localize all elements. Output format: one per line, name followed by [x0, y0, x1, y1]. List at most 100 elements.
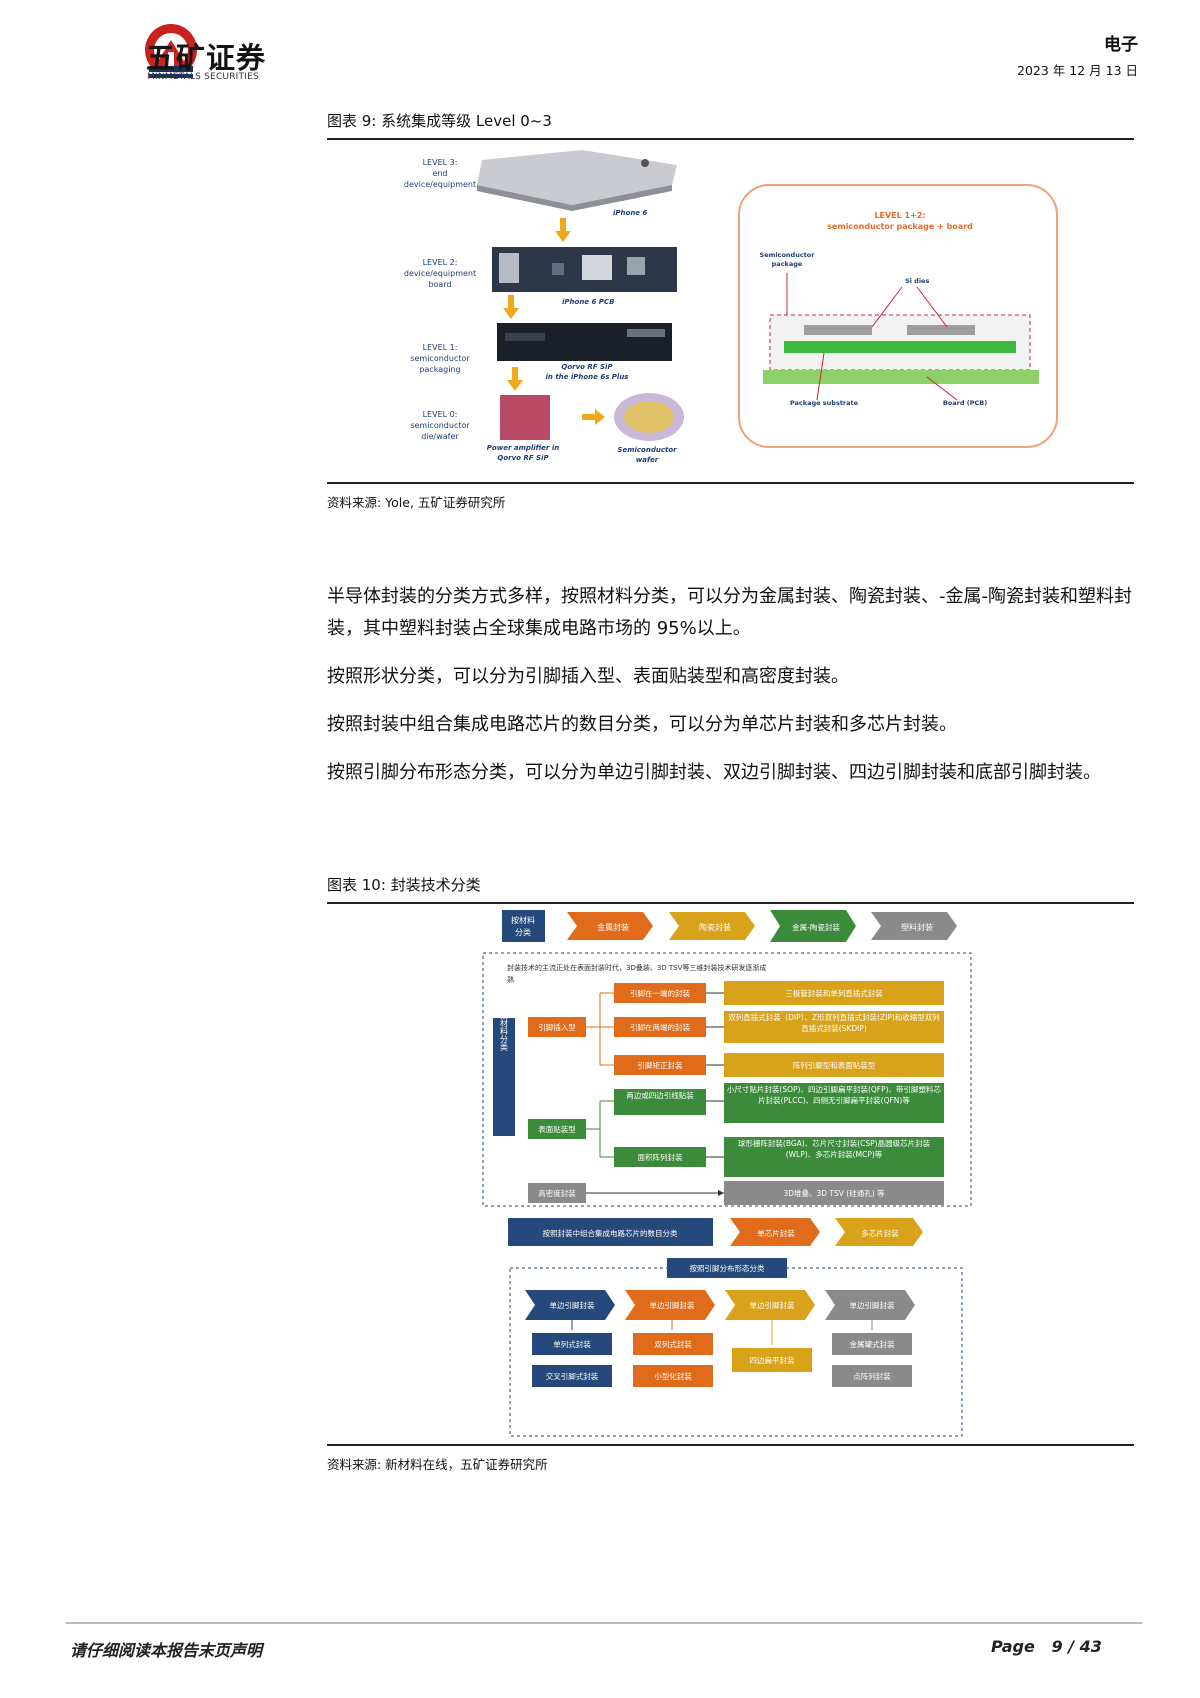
level2-caption: iPhone 6 PCB	[562, 298, 614, 306]
level0-line2: semiconductor	[410, 421, 470, 430]
pin-item-1: 单边引脚封装	[550, 1300, 595, 1310]
level3-caption: iPhone 6	[613, 209, 647, 217]
pin-col2-1: 双列式封装	[654, 1339, 692, 1349]
pin-col2-2: 小型化封装	[654, 1371, 692, 1381]
brand-name-cn: 五矿证券	[146, 41, 267, 75]
chip-multi: 多芯片封装	[861, 1228, 899, 1238]
paragraph-pin-layout: 按照引脚分布形态分类，可以分为单边引脚封装、双边引脚封装、四边引脚封装和底部引脚…	[327, 762, 1101, 783]
level0-line1: LEVEL 0:	[423, 410, 458, 419]
thru-sub-2: 引脚在两端的封装	[630, 1022, 690, 1032]
iphone-illustration	[477, 150, 677, 211]
level1-line2: semiconductor	[410, 354, 470, 363]
level0-caption-left-1: Power amplifier in	[487, 444, 559, 452]
pcb-illustration	[492, 247, 677, 292]
smt-box	[528, 1119, 586, 1139]
pin-section-frame	[509, 1267, 963, 1437]
paragraph-material: 半导体封装的分类方式多样，按照材料分类，可以分为金属封装、陶瓷封装、-金属-陶瓷…	[327, 586, 1132, 639]
level0-line3: die/wafer	[421, 432, 459, 441]
level2-line3: board	[428, 280, 451, 289]
smt-desc-1: 小尺寸贴片封装(SOP)、四边引脚扁平封装(QFP)、带引脚塑料芯片封装(PLC…	[726, 1085, 942, 1105]
level1-caption-2: in the iPhone 6s Plus	[546, 373, 629, 381]
figure10-source: 资料来源: 新材料在线，五矿证券研究所	[327, 1457, 548, 1472]
smt-desc-2: 球形栅阵封装(BGA)、芯片尺寸封装(CSP)晶圆级芯片封装(WLP)、多芯片封…	[737, 1139, 931, 1159]
level1-caption-1: Qorvo RF SiP	[561, 363, 613, 371]
pin-col1-2: 交叉引脚式封装	[546, 1371, 599, 1381]
pin-item-2: 单边引脚封装	[650, 1300, 695, 1310]
brand-name-en: MINMETALS SECURITIES	[147, 72, 259, 82]
thru-sub-1: 引脚在一端的封装	[630, 988, 690, 998]
label-package-substrate: Package substrate	[790, 399, 859, 407]
level1-line3: packaging	[419, 365, 460, 374]
mat-metal: 金属封装	[597, 922, 629, 932]
shape-section-frame	[482, 952, 972, 1207]
die-illustration	[500, 395, 550, 440]
side-label-box	[493, 1018, 515, 1136]
page-number: Page 9 / 43	[991, 1637, 1102, 1656]
pin-item-4: 单边引脚封装	[850, 1300, 895, 1310]
smt-sub-2: 面积阵列封装	[638, 1152, 683, 1162]
mat-metal-ceramic: 金属-陶瓷封装	[792, 922, 840, 932]
level2-line2: device/equipment	[404, 269, 476, 278]
footer-disclaimer: 请仔细阅读本报告末页声明	[70, 1641, 263, 1660]
chip-label: 按照封装中组合集成电路芯片的数目分类	[543, 1228, 678, 1238]
figure9-top-rule	[327, 138, 1134, 140]
figure9-source: 资料来源: Yole, 五矿证券研究所	[327, 495, 506, 510]
thru-desc-1: 三极管封装和单列直插式封装	[785, 988, 883, 998]
side-label: 按材料分类	[500, 1010, 509, 1052]
label-board: Board (PCB)	[943, 399, 987, 407]
paragraph-shape: 按照形状分类，可以分为引脚插入型、表面贴装型和高密度封装。	[327, 666, 849, 687]
pin-col3-1: 四边扁平封装	[750, 1355, 795, 1365]
level0-caption-right-1: Semiconductor	[617, 446, 677, 454]
figure9-bottom-rule	[327, 482, 1134, 484]
sector-label: 电子	[1104, 35, 1138, 55]
level1-line1: LEVEL 1:	[423, 343, 458, 352]
chip-label-box	[508, 1218, 713, 1246]
thru-desc-2: 双列直插式封装（DIP）、Z形双列直插式封装(ZIP)和收缩型双列直插式封装(S…	[728, 1013, 940, 1033]
minmetals-logo	[145, 24, 197, 78]
smt-label: 表面贴装型	[538, 1124, 576, 1134]
chip-single: 单芯片封装	[757, 1228, 795, 1238]
level0-caption-left-2: Qorvo RF SiP	[497, 454, 549, 462]
report-date: 2023 年 12 月 13 日	[1017, 63, 1138, 78]
note-line2: 熟	[507, 975, 514, 984]
smt-sub-1: 两边或四边引线贴装	[626, 1091, 694, 1100]
figure10-title: 图表 10: 封装技术分类	[327, 876, 481, 894]
arrow-down-icon	[555, 218, 571, 242]
figure9-title: 图表 9: 系统集成等级 Level 0~3	[327, 112, 552, 130]
thru-hole-label: 引脚插入型	[538, 1022, 576, 1032]
note-line1: 封装技术的主流正处在表面封装时代，3D叠装、3D TSV等三维封装技术研发逐渐成	[507, 963, 766, 972]
arrow-down-icon	[503, 295, 519, 319]
paragraph-chip-count: 按照封装中组合集成电路芯片的数目分类，可以分为单芯片封装和多芯片封装。	[327, 714, 957, 735]
mat-label-2: 分类	[515, 927, 531, 937]
label-si-dies: Si dies	[905, 277, 929, 285]
thru-desc-3: 阵列引脚型和表面贴装型	[793, 1060, 876, 1070]
arrow-right-icon	[582, 409, 605, 425]
label-package-2: package	[772, 260, 803, 268]
pin-col1-1: 单列式封装	[553, 1339, 591, 1349]
hd-label: 高密度封装	[538, 1188, 576, 1198]
level3-line3: device/equipment	[404, 180, 476, 189]
pin-col4-2: 点阵列封装	[853, 1371, 891, 1381]
thru-sub-3: 引脚矩正封装	[638, 1060, 683, 1070]
figure10-bottom-rule	[327, 1444, 1134, 1446]
level3-line1: LEVEL 3:	[423, 158, 458, 167]
pin-item-3: 单边引脚封装	[750, 1300, 795, 1310]
panel-title-1: LEVEL 1+2:	[874, 211, 925, 220]
level0-caption-right-2: wafer	[636, 456, 659, 464]
mat-ceramic: 陶瓷封装	[699, 922, 731, 932]
hd-desc: 3D堆叠、3D TSV (硅通孔) 等	[783, 1188, 885, 1198]
sip-illustration	[497, 323, 672, 361]
arrow-down-icon	[507, 367, 523, 391]
level3-line2: end	[432, 169, 447, 178]
level2-line1: LEVEL 2:	[423, 258, 458, 267]
figure9-image: LEVEL 3: end device/equipment LEVEL 2: d…	[404, 150, 1058, 464]
panel-title-2: semiconductor package + board	[827, 222, 973, 231]
packaging-classification-diagram: 按材料 分类 金属封装 陶瓷封装 金属-陶瓷封装 塑料封装 封装技术的主流正处在…	[482, 910, 972, 1437]
label-package-1: Semiconductor	[760, 251, 816, 259]
pin-col4-1: 金属罐式封装	[850, 1339, 895, 1349]
thru-hole-box	[528, 1017, 586, 1037]
mat-label-1: 按材料	[511, 915, 535, 925]
hd-box	[528, 1183, 586, 1203]
mat-plastic: 塑料封装	[901, 922, 933, 932]
pin-label: 按照引脚分布形态分类	[690, 1263, 765, 1273]
